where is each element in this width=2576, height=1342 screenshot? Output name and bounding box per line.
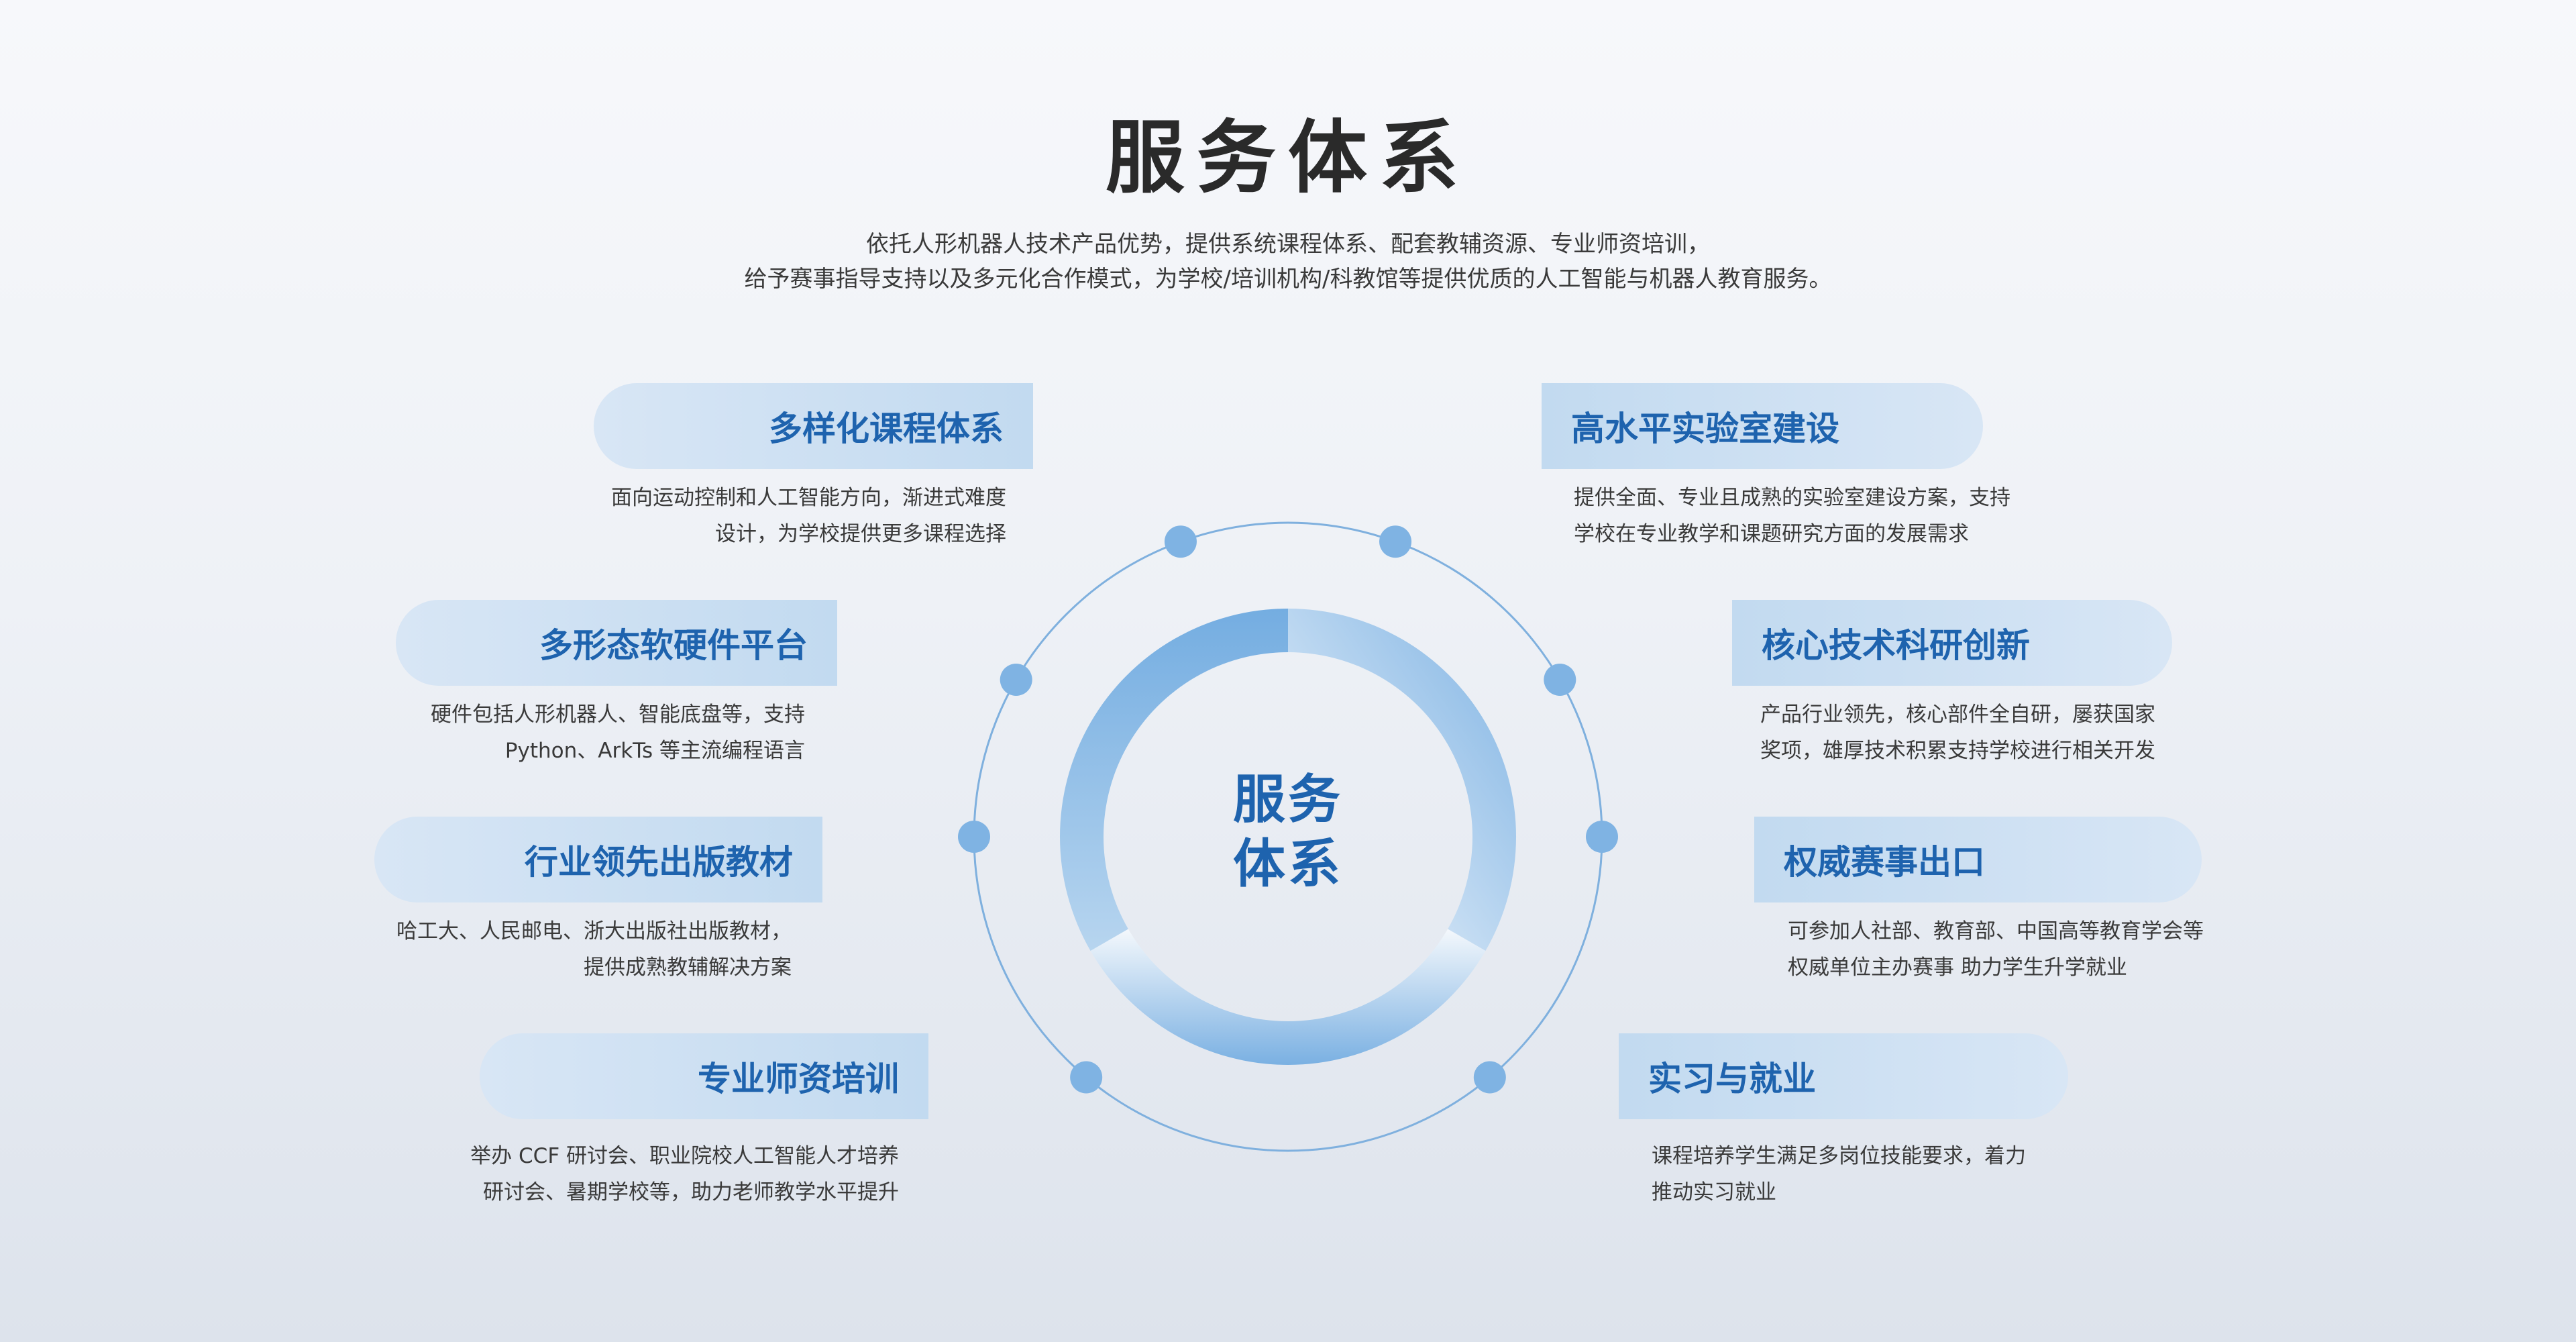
service-desc-textbooks: 哈工大、人民邮电、浙大出版社出版教材， 提供成熟教辅解决方案 <box>396 913 792 986</box>
service-pill-lab: 高水平实验室建设 <box>1542 383 1983 469</box>
intro-line: 给予赛事指导支持以及多元化合作模式，为学校/培训机构/科教馆等提供优质的人工智能… <box>744 266 1832 293</box>
donut-segment <box>1288 609 1516 951</box>
desc-line: 哈工大、人民邮电、浙大出版社出版教材， <box>396 919 792 943</box>
donut-segment <box>1090 929 1486 1065</box>
desc-line: 面向运动控制和人工智能方向，渐进式难度 <box>611 486 1006 510</box>
desc-line: 提供成熟教辅解决方案 <box>584 956 792 980</box>
desc-line: 研讨会、暑期学校等，助力老师教学水平提升 <box>483 1180 899 1204</box>
service-pill-curriculum: 多样化课程体系 <box>594 383 1033 469</box>
orbit-dot <box>1164 525 1197 558</box>
service-desc-curriculum: 面向运动控制和人工智能方向，渐进式难度 设计，为学校提供更多课程选择 <box>611 480 1006 552</box>
service-desc-hardware: 硬件包括人形机器人、智能底盘等，支持 Python、ArkTs 等主流编程语言 <box>431 696 805 769</box>
orbit-dot <box>1473 1061 1506 1094</box>
desc-line: 奖项，雄厚技术积累支持学校进行相关开发 <box>1760 739 2155 763</box>
intro-line: 依托人形机器人技术产品优势，提供系统课程体系、配套教辅资源、专业师资培训， <box>866 231 1710 258</box>
orbit-dot <box>1586 821 1618 853</box>
service-desc-teacher-training: 举办 CCF 研讨会、职业院校人工智能人才培养 研讨会、暑期学校等，助力老师教学… <box>470 1138 899 1210</box>
desc-line: 权威单位主办赛事 助力学生升学就业 <box>1788 956 2127 980</box>
center-label: 服务 体系 <box>1187 765 1389 899</box>
desc-line: 可参加人社部、教育部、中国高等教育学会等 <box>1788 919 2204 943</box>
desc-line: Python、ArkTs 等主流编程语言 <box>504 739 805 763</box>
desc-line: 设计，为学校提供更多课程选择 <box>715 522 1006 546</box>
service-pill-textbooks: 行业领先出版教材 <box>374 817 822 902</box>
service-pill-teacher-training: 专业师资培训 <box>480 1033 928 1119</box>
desc-line: 推动实习就业 <box>1652 1180 1776 1204</box>
center-label-line: 服务 <box>1232 770 1343 830</box>
inner-donut <box>1060 609 1516 1065</box>
intro-text: 依托人形机器人技术产品优势，提供系统课程体系、配套教辅资源、专业师资培训， 给予… <box>0 227 2576 297</box>
service-desc-lab: 提供全面、专业且成熟的实验室建设方案，支持 学校在专业教学和课题研究方面的发展需… <box>1574 480 2010 552</box>
center-label-line: 体系 <box>1232 834 1343 894</box>
orbit-dot <box>958 821 990 853</box>
service-pill-research: 核心技术科研创新 <box>1732 600 2172 686</box>
desc-line: 产品行业领先，核心部件全自研，屡获国家 <box>1760 703 2155 727</box>
desc-line: 学校在专业教学和课题研究方面的发展需求 <box>1574 522 1969 546</box>
desc-line: 硬件包括人形机器人、智能底盘等，支持 <box>431 703 805 727</box>
orbit-dots <box>958 525 1618 1094</box>
desc-line: 课程培养学生满足多岗位技能要求，着力 <box>1652 1144 2026 1168</box>
service-desc-employment: 课程培养学生满足多岗位技能要求，着力 推动实习就业 <box>1652 1138 2026 1210</box>
desc-line: 提供全面、专业且成熟的实验室建设方案，支持 <box>1574 486 2010 510</box>
donut-segment <box>1060 609 1288 951</box>
orbit-dot <box>1000 664 1032 696</box>
orbit-dot <box>1379 525 1412 558</box>
desc-line: 举办 CCF 研讨会、职业院校人工智能人才培养 <box>470 1144 899 1168</box>
service-pill-competition: 权威赛事出口 <box>1754 817 2202 902</box>
page-title: 服务体系 <box>1105 111 1470 204</box>
service-pill-hardware: 多形态软硬件平台 <box>396 600 837 686</box>
service-desc-competition: 可参加人社部、教育部、中国高等教育学会等 权威单位主办赛事 助力学生升学就业 <box>1788 913 2204 986</box>
service-desc-research: 产品行业领先，核心部件全自研，屡获国家 奖项，雄厚技术积累支持学校进行相关开发 <box>1760 696 2155 769</box>
service-pill-employment: 实习与就业 <box>1619 1033 2068 1119</box>
orbit-dot <box>1544 664 1576 696</box>
orbit-dot <box>1070 1061 1103 1094</box>
